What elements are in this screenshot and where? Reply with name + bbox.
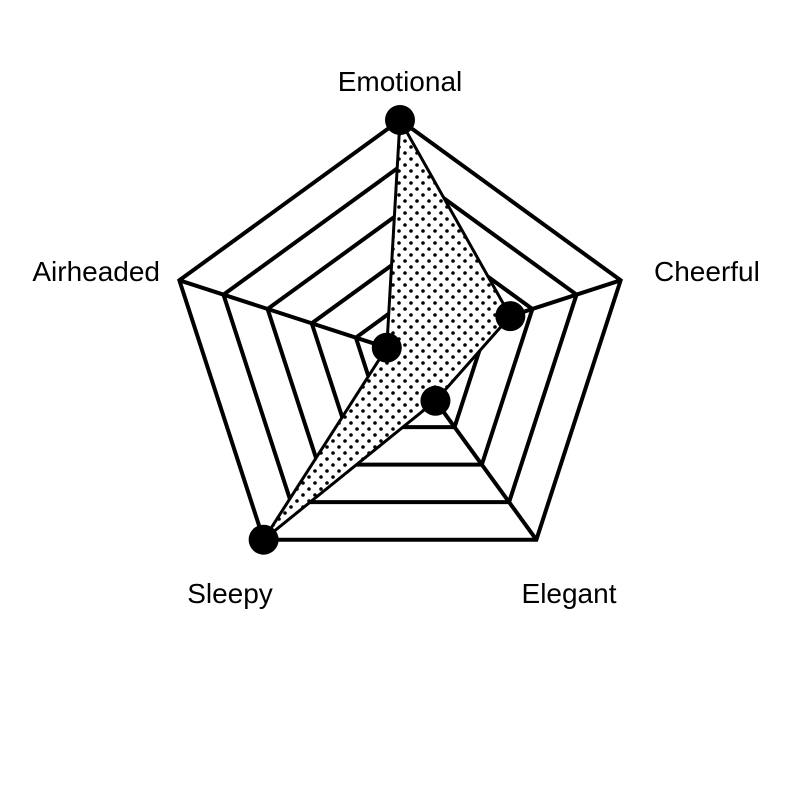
data-series — [248, 105, 526, 555]
axis-label-emotional: Emotional — [338, 66, 463, 97]
grid-ring-3 — [265, 210, 535, 467]
axis-label-airheaded: Airheaded — [32, 256, 160, 287]
spoke-airheaded — [178, 278, 401, 354]
data-point-cheerful — [495, 301, 526, 332]
data-area — [262, 114, 513, 541]
data-point-sleepy — [248, 524, 279, 555]
grid-ring-5 — [177, 117, 623, 542]
data-point-emotional — [385, 105, 415, 135]
grid-ring-4 — [221, 163, 579, 505]
axis-labels: Emotional Cheerful Elegant Sleepy Airhea… — [32, 66, 760, 609]
axis-label-sleepy: Sleepy — [187, 578, 273, 609]
data-point-elegant — [420, 385, 451, 416]
data-point-airheaded — [371, 332, 402, 363]
axis-label-elegant: Elegant — [522, 578, 617, 609]
axis-label-cheerful: Cheerful — [654, 256, 760, 287]
